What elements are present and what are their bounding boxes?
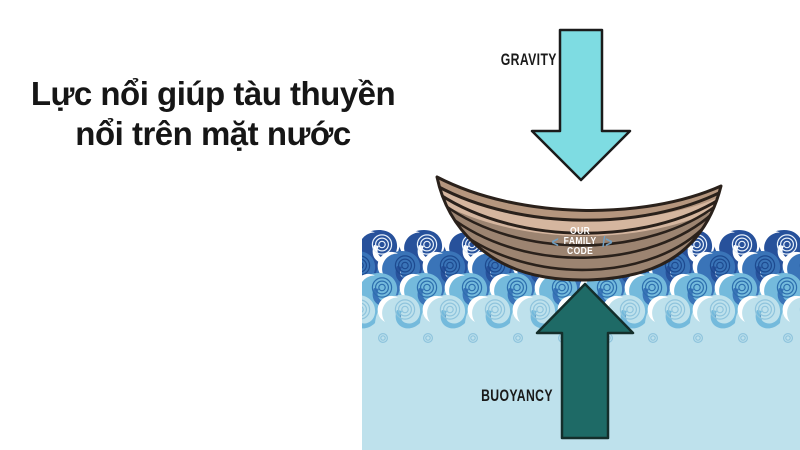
boat bbox=[435, 175, 723, 282]
buoyancy-arrow-icon bbox=[535, 282, 635, 440]
boat-rim-band bbox=[437, 177, 721, 221]
boat-outline bbox=[435, 175, 723, 282]
watermark-line-3: CODE bbox=[566, 246, 594, 257]
code-bracket-left-icon: < bbox=[551, 233, 559, 251]
title-line-2: nổi trên mặt nước bbox=[75, 114, 351, 152]
watermark-line-1: OUR bbox=[569, 226, 590, 237]
page-title: Lực nổi giúp tàu thuyền nổi trên mặt nướ… bbox=[8, 74, 418, 153]
boat-inner-band bbox=[437, 181, 721, 236]
title-line-1: Lực nổi giúp tàu thuyền bbox=[30, 75, 396, 112]
watermark-line-2: FAMILY bbox=[563, 236, 597, 247]
gravity-label: GRAVITY bbox=[500, 50, 557, 69]
gravity-arrow-icon bbox=[530, 28, 632, 182]
buoyancy-label: BUOYANCY bbox=[481, 386, 553, 405]
our-family-code-watermark: < OUR FAMILY CODE /> bbox=[551, 227, 613, 257]
code-bracket-right-icon: /> bbox=[601, 233, 612, 251]
